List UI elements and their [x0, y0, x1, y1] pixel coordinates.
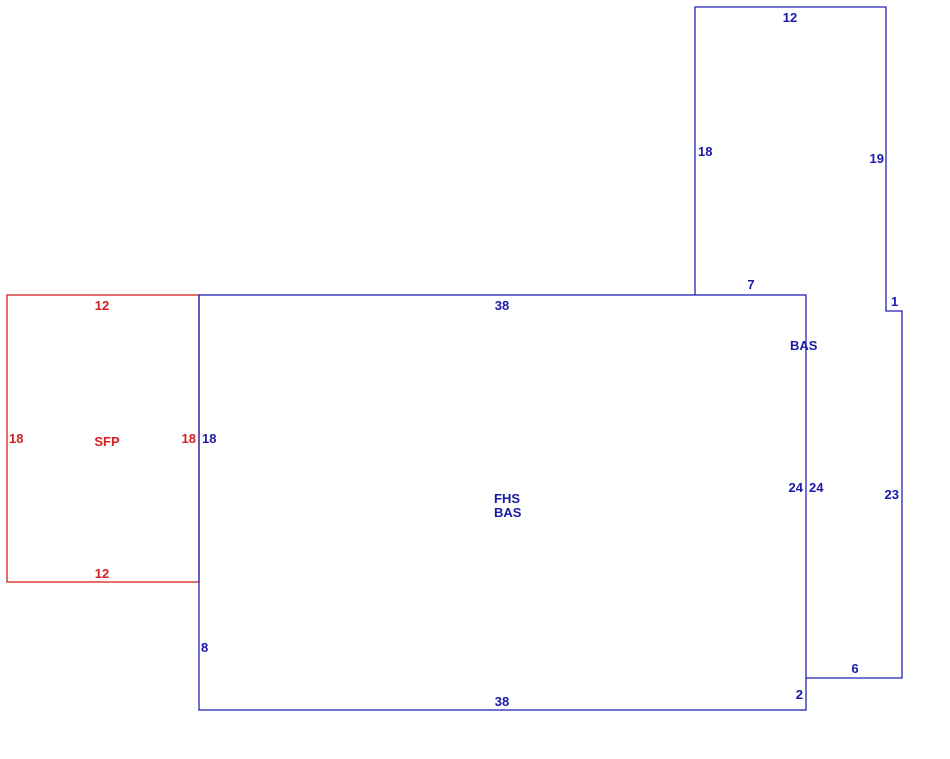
wing-step-dimension: 1	[891, 294, 898, 309]
main-area-code-fhs: FHS	[494, 491, 520, 506]
main-right-inner-dimension: 24	[789, 480, 804, 495]
main-left-lower-dimension: 8	[201, 640, 208, 655]
wing-inner-top-dimension: 7	[747, 277, 754, 292]
wing-area-code: BAS	[790, 338, 818, 353]
sfp-bottom-dimension: 12	[95, 566, 109, 581]
main-left-upper-dimension: 18	[202, 431, 216, 446]
main-bottom-dimension: 38	[495, 694, 509, 709]
wing-bottom-dimension: 6	[851, 661, 858, 676]
wing-right-lower-dimension: 23	[885, 487, 899, 502]
main-outline	[198, 294, 807, 711]
sfp-left-dimension: 18	[9, 431, 23, 446]
wing-inner-left-dimension: 24	[809, 480, 824, 495]
sfp-right-dimension: 18	[182, 431, 196, 446]
sfp-top-dimension: 12	[95, 298, 109, 313]
wing-top-dimension: 12	[783, 10, 797, 25]
wing-right-upper-dimension: 19	[870, 151, 884, 166]
main-area	[198, 294, 807, 711]
main-top-dimension: 38	[495, 298, 509, 313]
main-area-code-bas: BAS	[494, 505, 522, 520]
wing-outline	[694, 6, 903, 679]
sfp-area-code: SFP	[94, 434, 120, 449]
wing-left-dimension: 18	[698, 144, 712, 159]
wing-area	[694, 6, 903, 679]
main-right-bottom-dimension: 2	[796, 687, 803, 702]
